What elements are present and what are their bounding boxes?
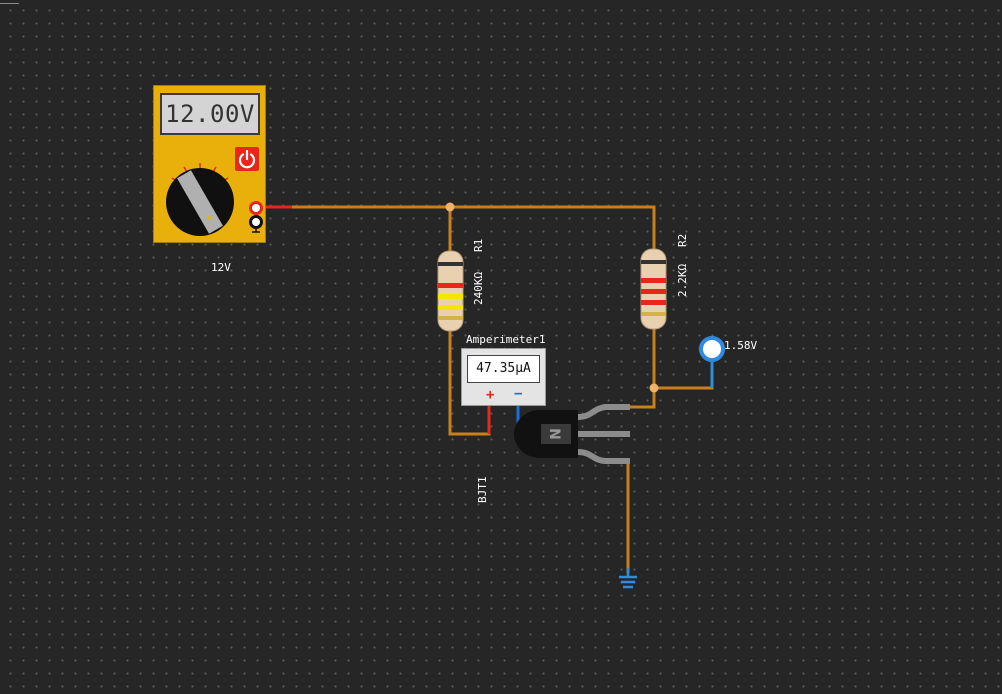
power-supply-display: 12.00V bbox=[160, 93, 260, 135]
wire-r1-to-base bbox=[448, 326, 491, 436]
transistor-bjt1[interactable]: N bbox=[514, 404, 630, 464]
ammeter-name-label: Amperimeter1 bbox=[466, 333, 546, 346]
transistor-name-label: BJT1 bbox=[476, 476, 489, 504]
voltage-knob[interactable] bbox=[154, 156, 267, 244]
junction-top bbox=[445, 202, 455, 212]
junction-collector bbox=[649, 383, 659, 393]
voltage-probe[interactable] bbox=[699, 336, 725, 388]
resistor-r1[interactable] bbox=[437, 250, 464, 332]
transistor-marking: N bbox=[546, 428, 562, 440]
r2-name-label: R2 bbox=[676, 233, 689, 247]
ammeter-display: 47.35µA bbox=[467, 355, 540, 383]
wire-r2-to-collector bbox=[626, 326, 656, 409]
r1-value-label: 240KΩ bbox=[472, 271, 485, 305]
probe-reading: 1.58V bbox=[724, 339, 758, 352]
supply-terminals[interactable] bbox=[248, 199, 264, 235]
wire-collector-to-probe bbox=[652, 360, 714, 390]
ammeter-positive-terminal: + bbox=[486, 387, 495, 403]
ground-symbol[interactable] bbox=[619, 568, 637, 589]
power-supply-label: 12V bbox=[211, 261, 231, 274]
ammeter-negative-terminal: − bbox=[514, 386, 523, 402]
power-supply[interactable]: 12.00V bbox=[153, 85, 266, 243]
r2-value-label: 2.2KΩ bbox=[676, 263, 689, 297]
canvas-corner-mark bbox=[0, 3, 19, 4]
r1-name-label: R1 bbox=[472, 238, 485, 252]
ammeter[interactable]: 47.35µA + − bbox=[461, 348, 546, 406]
power-icon bbox=[238, 149, 256, 169]
power-button[interactable] bbox=[235, 147, 259, 171]
resistor-r2[interactable] bbox=[640, 248, 667, 330]
